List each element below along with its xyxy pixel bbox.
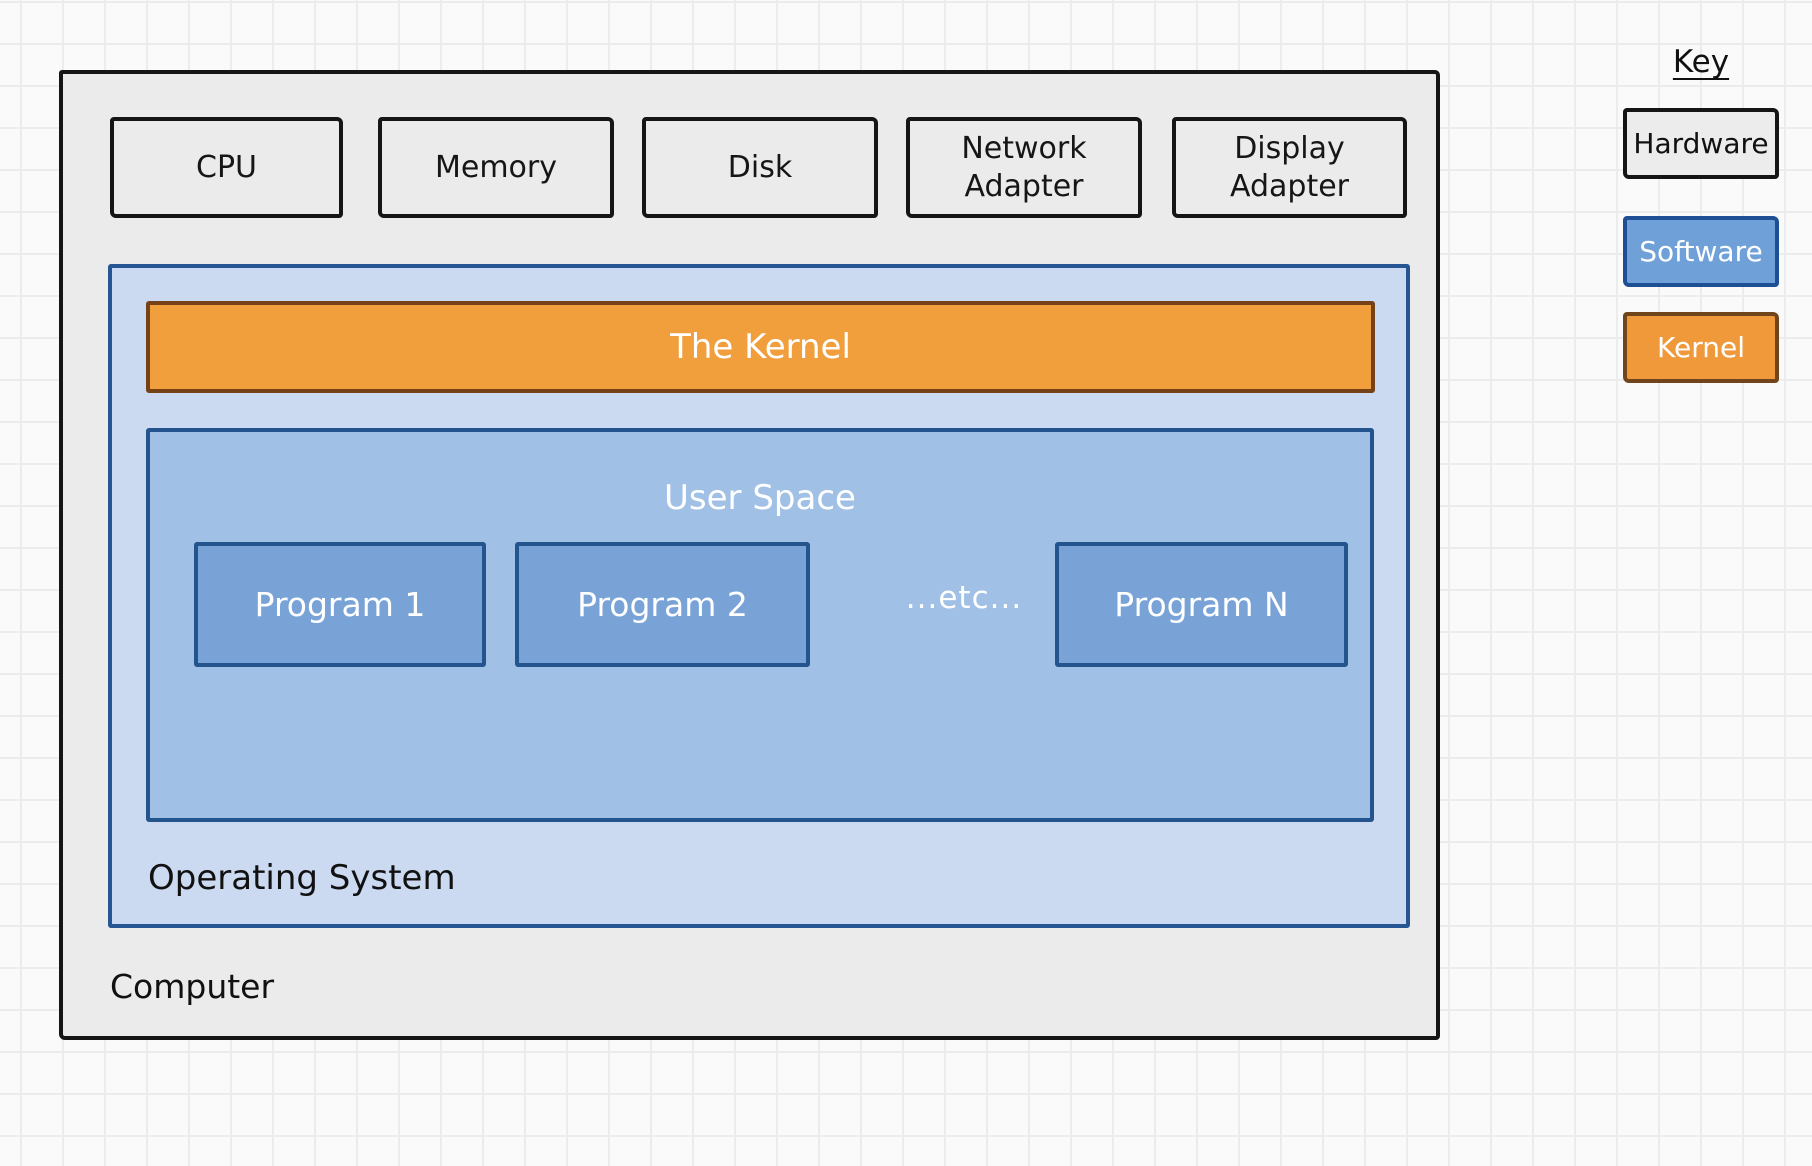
hardware-box-cpu: CPU bbox=[110, 117, 343, 218]
hardware-box-network-adapter: Network Adapter bbox=[906, 117, 1142, 218]
kernel-bar-label: The Kernel bbox=[670, 327, 851, 367]
key-item-software-label: Software bbox=[1639, 235, 1763, 268]
hardware-box-display-adapter: Display Adapter bbox=[1172, 117, 1407, 218]
key-item-kernel-label: Kernel bbox=[1657, 331, 1745, 364]
hardware-box-disk-label: Disk bbox=[727, 149, 793, 185]
hardware-box-display-adapter-label: Display Adapter bbox=[1229, 131, 1350, 204]
user-space-box: User Space Program 1 Program 2 ...etc...… bbox=[146, 428, 1374, 822]
kernel-bar: The Kernel bbox=[146, 301, 1375, 393]
key-title: Key bbox=[1672, 44, 1730, 80]
operating-system-box: The Kernel User Space Program 1 Program … bbox=[108, 264, 1410, 928]
program-1-box: Program 1 bbox=[194, 542, 486, 667]
program-2-label: Program 2 bbox=[577, 585, 748, 624]
program-n-label: Program N bbox=[1114, 585, 1289, 624]
program-2-box: Program 2 bbox=[515, 542, 810, 667]
hardware-box-memory-label: Memory bbox=[434, 149, 557, 185]
key-item-hardware-label: Hardware bbox=[1633, 127, 1769, 160]
etc-text: ...etc... bbox=[905, 580, 1023, 616]
hardware-box-network-adapter-label: Network Adapter bbox=[961, 131, 1087, 204]
hardware-box-disk: Disk bbox=[642, 117, 878, 218]
program-n-box: Program N bbox=[1055, 542, 1348, 667]
user-space-title: User Space bbox=[664, 478, 856, 518]
computer-box: CPU Memory Disk Network Adapter Display … bbox=[59, 70, 1440, 1040]
computer-label: Computer bbox=[110, 967, 275, 1006]
key-item-kernel: Kernel bbox=[1623, 312, 1779, 383]
key-item-hardware: Hardware bbox=[1623, 108, 1779, 179]
operating-system-label: Operating System bbox=[148, 858, 456, 898]
hardware-box-memory: Memory bbox=[378, 117, 614, 218]
program-1-label: Program 1 bbox=[254, 585, 426, 624]
hardware-box-cpu-label: CPU bbox=[196, 149, 257, 185]
key-item-software: Software bbox=[1623, 216, 1779, 287]
